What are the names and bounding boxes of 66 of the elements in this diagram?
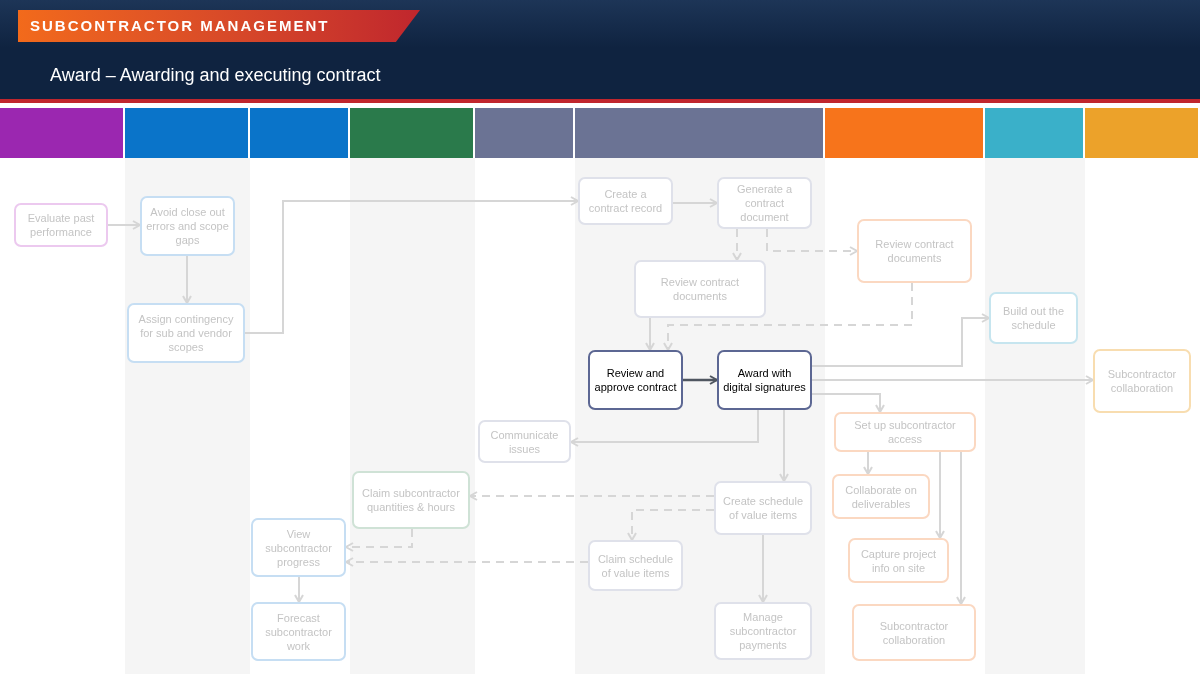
- step-text: Review contract documents: [874, 237, 955, 265]
- arrow: [732, 228, 742, 261]
- process-box: [588, 350, 683, 410]
- step-text: Claim subcontractor quantities & hours: [361, 486, 461, 514]
- arrow: [645, 317, 655, 351]
- arrow: [294, 576, 304, 603]
- step-text: Subcontractor collaboration: [878, 618, 950, 647]
- step-text: Generate a contract document: [735, 182, 793, 224]
- arrow: [811, 313, 990, 367]
- arrow: [779, 409, 789, 482]
- step-text: Create a contract record: [587, 187, 664, 215]
- step-text: Manage subcontractor payments: [728, 610, 798, 652]
- process-box: [127, 303, 245, 363]
- process-box: [251, 602, 346, 661]
- step-text: Collaborate on deliverables: [844, 482, 918, 511]
- arrow: [766, 228, 858, 256]
- arrow: [935, 451, 945, 539]
- step-text: Review contract documents: [659, 275, 741, 303]
- arrow: [570, 409, 759, 447]
- arrow: [345, 528, 413, 552]
- process-box: [989, 292, 1078, 344]
- step-text: Avoid close out errors and scope gaps: [146, 205, 229, 247]
- process-box: [714, 481, 812, 535]
- arrow: [672, 198, 718, 208]
- step-text: Communicate issues: [489, 427, 560, 456]
- step-text: Award with digital signatures: [723, 366, 806, 394]
- process-box: [1093, 349, 1191, 413]
- arrow: [663, 282, 913, 351]
- process-box: [717, 177, 812, 229]
- process-box: [14, 203, 108, 247]
- arrow: [758, 534, 768, 603]
- process-box: [834, 412, 976, 452]
- step-text: Evaluate past performance: [26, 211, 96, 239]
- step-text: Review and approve contract: [594, 366, 677, 394]
- section-tag: SUBCONTRACTOR MANAGEMENT: [18, 10, 420, 42]
- arrow: [811, 375, 1094, 385]
- arrow: [469, 491, 715, 501]
- process-box: [251, 518, 346, 577]
- arrow: [182, 255, 192, 304]
- process-box: [478, 420, 571, 463]
- process-box: [857, 219, 972, 283]
- arrow: [956, 451, 966, 605]
- process-box: [717, 350, 812, 410]
- process-box: [578, 177, 673, 225]
- step-text: Forecast subcontractor work: [264, 610, 333, 653]
- arrow: [107, 220, 141, 230]
- process-box: [588, 540, 683, 591]
- page-title: Award – Awarding and executing contract: [50, 64, 381, 87]
- arrow: [863, 451, 873, 475]
- arrow: [244, 196, 579, 334]
- step-text: View subcontractor progress: [264, 526, 333, 569]
- step-text: Claim schedule of value items: [596, 551, 675, 580]
- process-box: [634, 260, 766, 318]
- process-box: [714, 602, 812, 660]
- step-text: Create schedule of value items: [721, 494, 805, 522]
- arrow: [627, 509, 715, 541]
- arrow: [811, 393, 885, 413]
- process-box: [352, 471, 470, 529]
- step-text: Subcontractor collaboration: [1106, 367, 1178, 395]
- arrow: [683, 375, 718, 385]
- process-box: [832, 474, 930, 519]
- process-box: [852, 604, 976, 661]
- process-box: [140, 196, 235, 256]
- arrow: [345, 557, 589, 567]
- process-box: [848, 538, 949, 583]
- step-text: Set up subcontractor access: [853, 418, 957, 446]
